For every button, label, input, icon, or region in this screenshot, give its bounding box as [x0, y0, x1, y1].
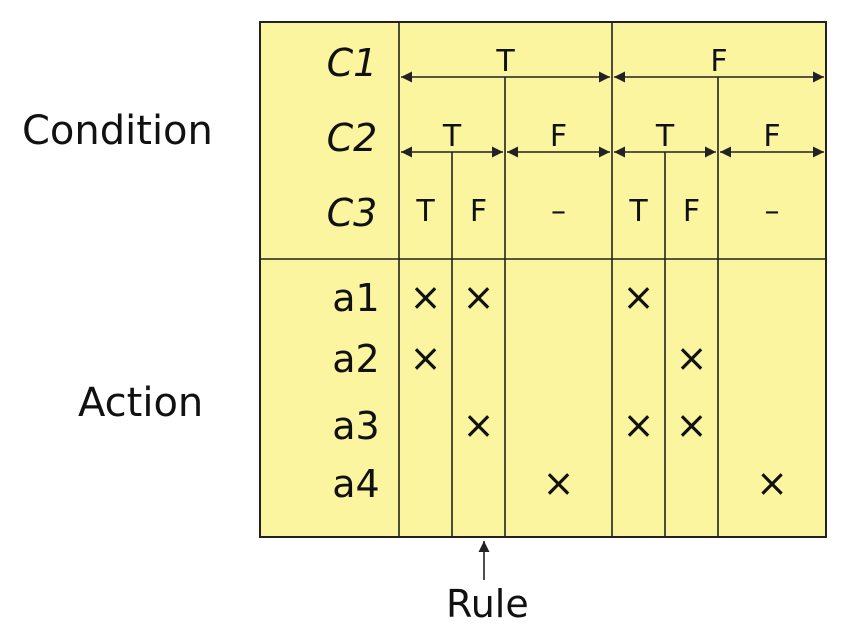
action-entries: × × × × × × × × × × [410, 275, 788, 505]
action-name-a3: a3 [332, 404, 379, 448]
condition-name-c1: C1 [327, 41, 378, 85]
action-mark-a4: × [543, 461, 575, 505]
condition-entry-c1: F [710, 44, 727, 79]
action-mark-a1: × [463, 275, 495, 319]
action-section-label: Action [78, 380, 204, 426]
condition-entry-c2: T [442, 119, 462, 154]
condition-section-label: Condition [22, 108, 213, 154]
condition-entry-c2: F [763, 119, 780, 154]
action-mark-a1: × [410, 275, 442, 319]
action-name-a4: a4 [332, 462, 379, 506]
action-stub-names: a1 a2 a3 a4 [332, 276, 379, 506]
condition-entry-c1: T [495, 44, 515, 79]
action-name-a2: a2 [332, 337, 379, 381]
action-mark-a2: × [676, 336, 708, 380]
condition-entry-c2: F [550, 119, 567, 154]
action-mark-a2: × [410, 336, 442, 380]
condition-entry-c3: F [683, 194, 700, 229]
condition-entry-c3: – [551, 194, 566, 229]
action-name-a1: a1 [332, 276, 379, 320]
condition-entry-c3: T [415, 194, 435, 229]
condition-entry-c3: T [628, 194, 648, 229]
action-mark-a4: × [756, 461, 788, 505]
condition-name-c3: C3 [327, 191, 378, 235]
condition-entry-c3: F [470, 194, 487, 229]
condition-entry-c3: – [765, 194, 780, 229]
table-grid [260, 22, 826, 537]
decision-table-background [259, 21, 827, 538]
action-mark-a1: × [623, 275, 655, 319]
action-mark-a3: × [676, 403, 708, 447]
condition-name-c2: C2 [327, 116, 378, 160]
action-mark-a3: × [623, 403, 655, 447]
rule-label: Rule [446, 582, 529, 626]
condition-entry-c2: T [655, 119, 675, 154]
action-mark-a3: × [463, 403, 495, 447]
